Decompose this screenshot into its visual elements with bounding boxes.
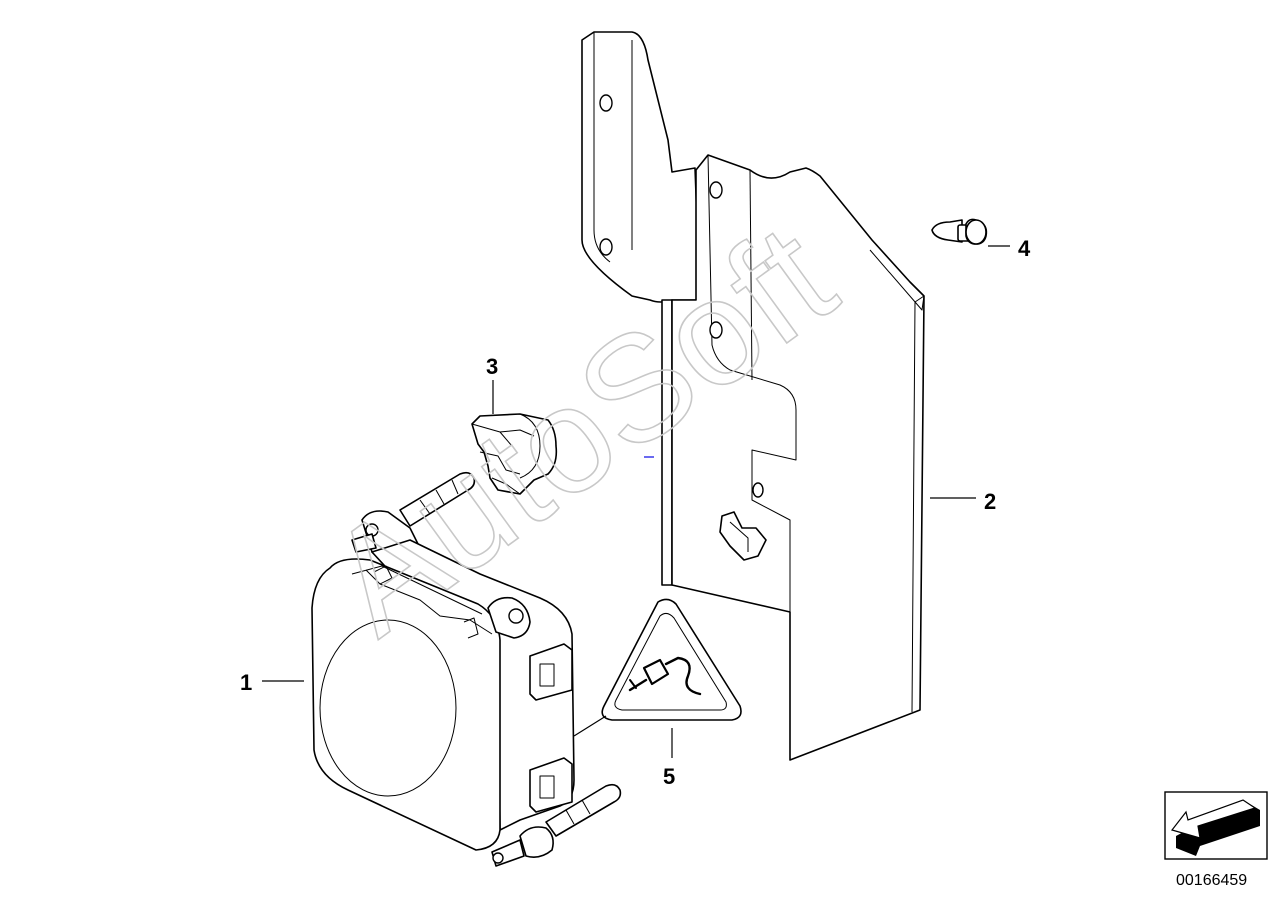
document-number: 00166459 — [1176, 872, 1247, 889]
callout-1: 1 — [240, 670, 252, 695]
arrow-navigation-icon — [1164, 791, 1268, 860]
callout-3: 3 — [486, 354, 498, 379]
callout-5: 5 — [663, 764, 675, 789]
bushing-part — [471, 413, 558, 495]
bracket-part — [581, 31, 925, 761]
sensor-unit-part — [311, 471, 622, 867]
callout-4: 4 — [1018, 236, 1031, 261]
clip-part — [931, 218, 988, 245]
callout-2: 2 — [984, 489, 996, 514]
connector-warning-icon — [601, 598, 742, 721]
leader-lines — [262, 245, 1010, 758]
